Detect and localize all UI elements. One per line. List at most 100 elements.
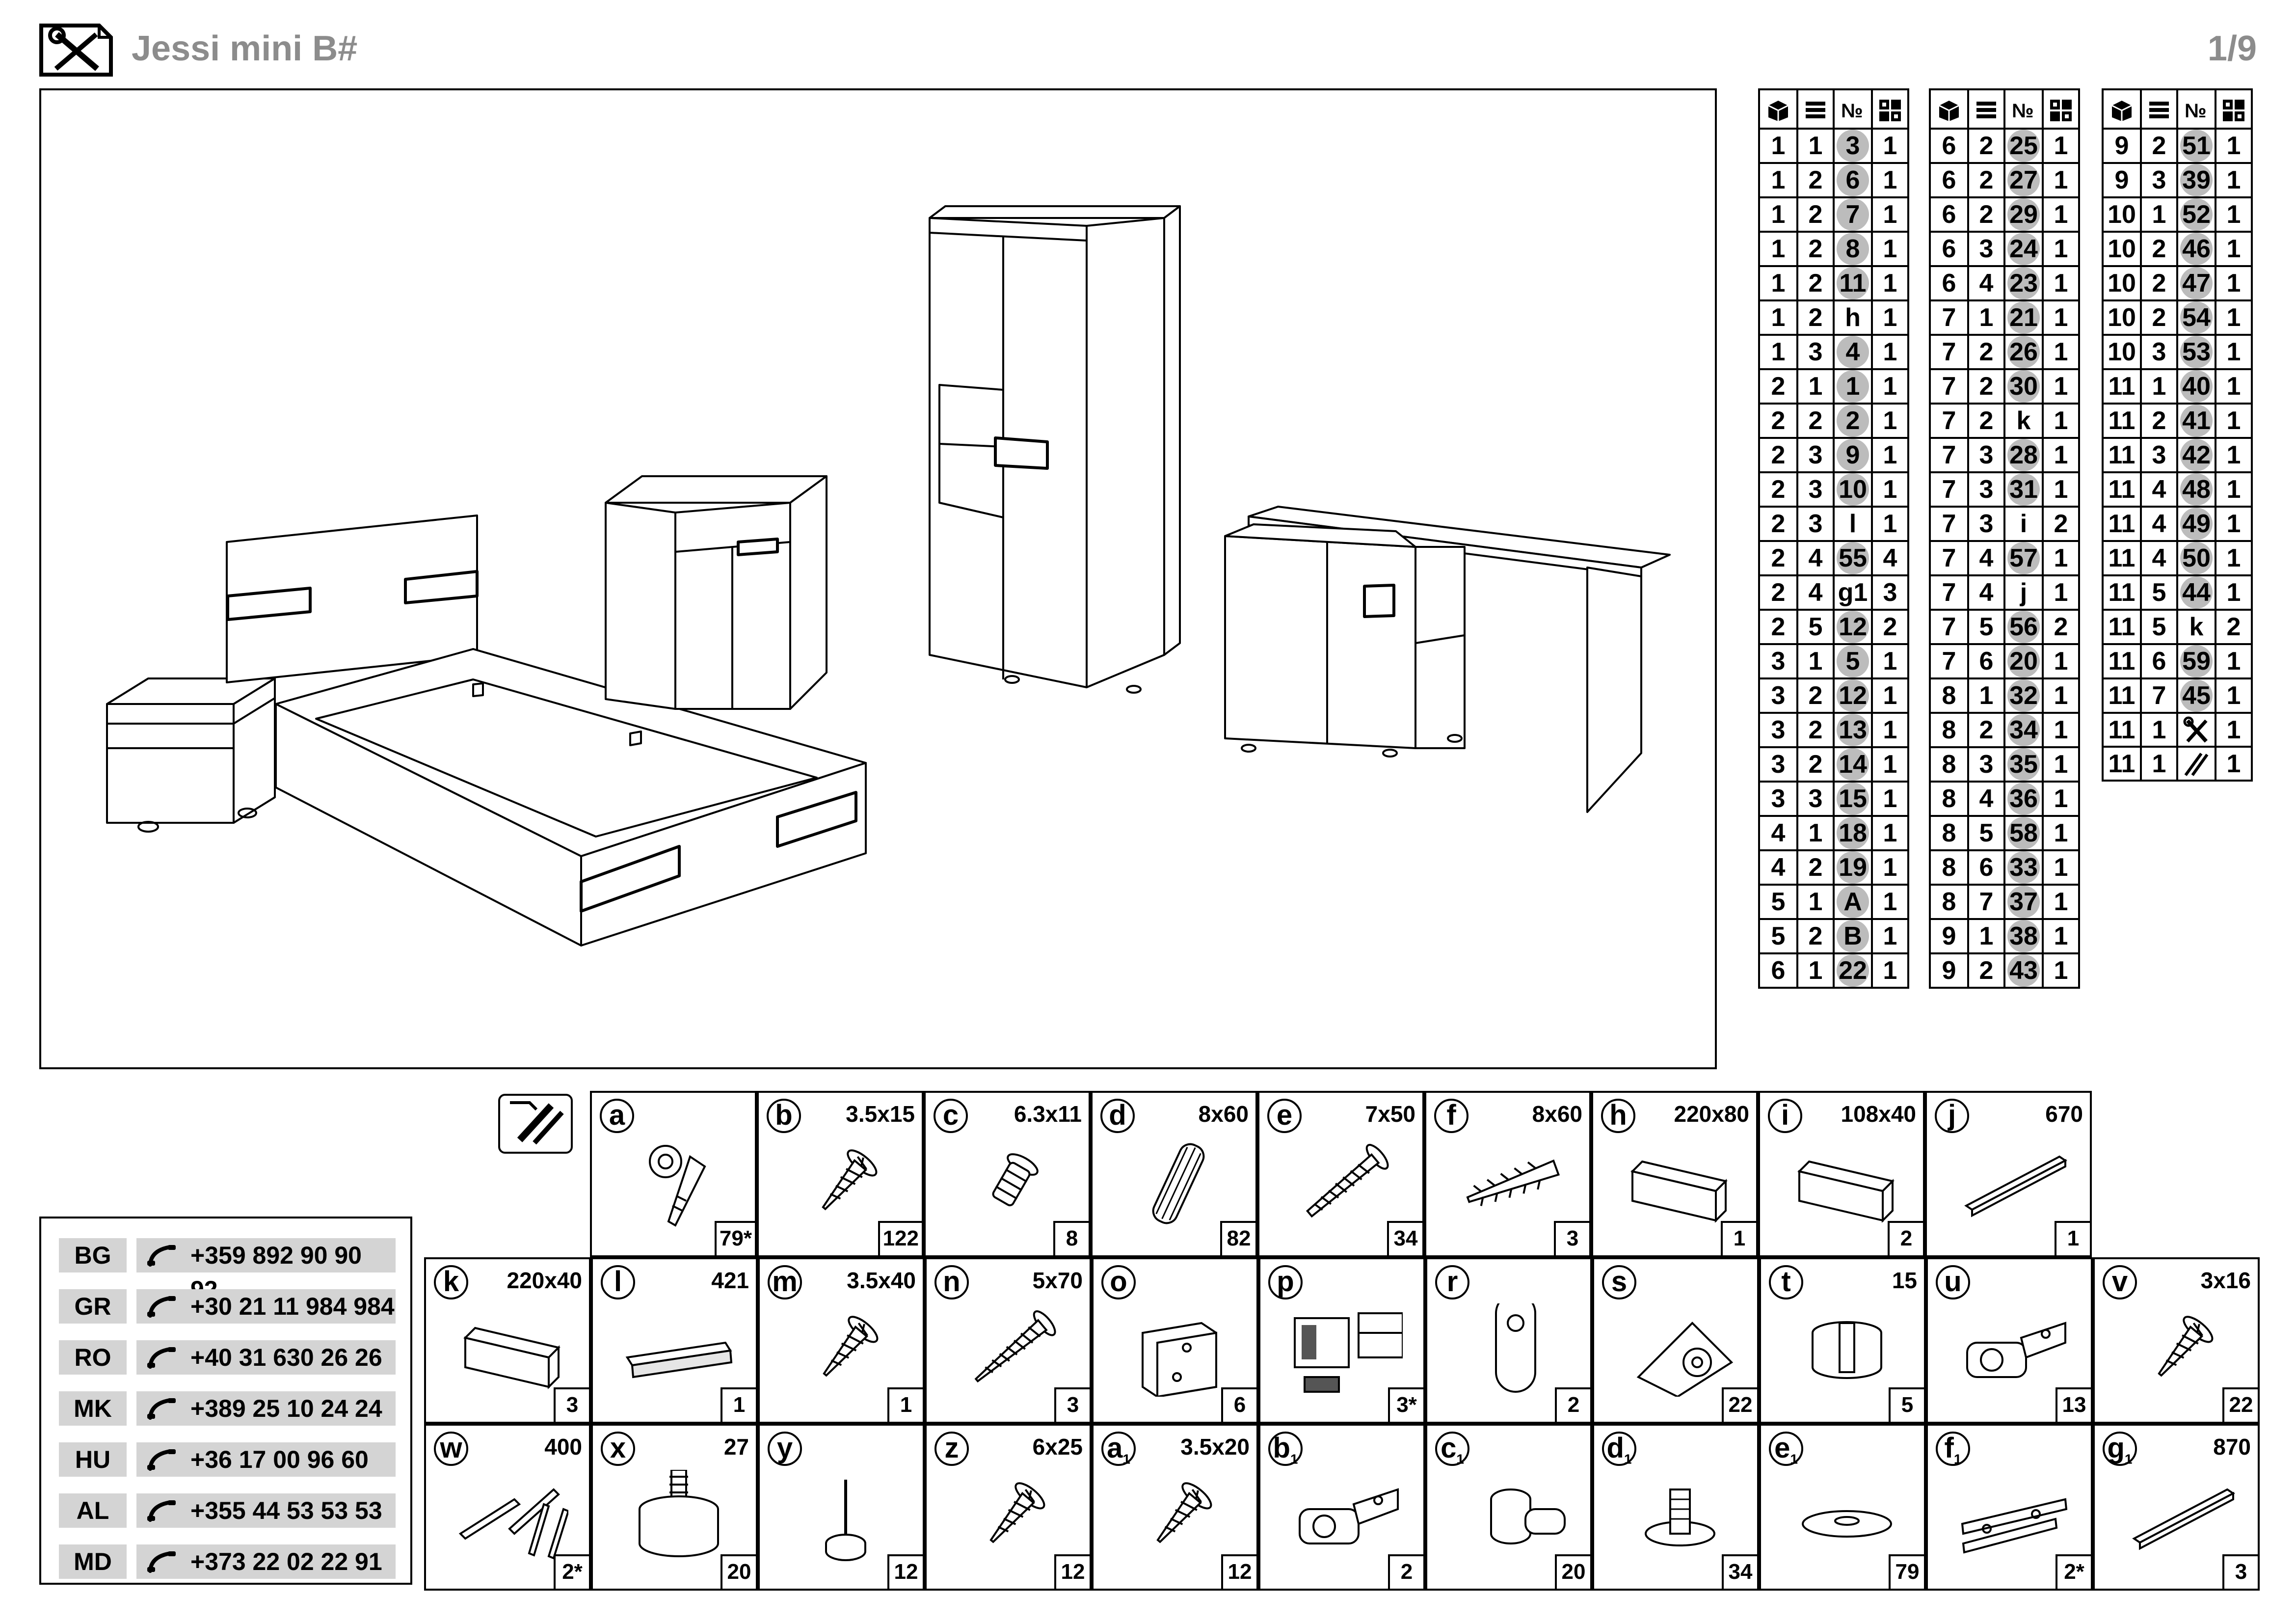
quantity-cell: 1 bbox=[2042, 918, 2080, 954]
hardware-letter-text: c bbox=[1441, 1432, 1457, 1464]
quantity-cell: 1 bbox=[2215, 506, 2253, 542]
part-number-cell: 10 bbox=[1833, 471, 1873, 508]
page-number: 1/9 bbox=[2207, 29, 2257, 68]
hardware-letter-subscript: 1 bbox=[1122, 1451, 1130, 1467]
quantity-cell: 1 bbox=[1871, 506, 1909, 542]
furniture-illustration bbox=[39, 88, 1717, 1069]
quantity-cell: 1 bbox=[2042, 815, 2080, 851]
package-cell: 2 bbox=[1758, 471, 1798, 508]
part-number-dot: 51 bbox=[2180, 130, 2213, 162]
phone-icon bbox=[147, 1245, 176, 1267]
board-icon bbox=[1630, 1160, 1728, 1223]
hardware-letter-subscript: 1 bbox=[2124, 1451, 2133, 1467]
part-number-dot: 15 bbox=[1837, 783, 1869, 815]
quantity-cell: 3 bbox=[1871, 574, 1909, 611]
hardware-letter-subscript: 1 bbox=[1953, 1451, 1962, 1467]
part-number-dot: 59 bbox=[2180, 645, 2213, 677]
hardware-quantity: 1 bbox=[2055, 1221, 2090, 1255]
part-number-dot: 56 bbox=[2007, 611, 2040, 643]
quantity-cell: 2 bbox=[1871, 609, 1909, 645]
rails-icon bbox=[2184, 753, 2209, 776]
board-icon bbox=[463, 1326, 561, 1389]
layer-cell: 3 bbox=[1967, 471, 2005, 508]
part-number-cell: 13 bbox=[1833, 712, 1873, 748]
hardware-letter-text: u bbox=[1944, 1266, 1962, 1298]
hardware-letter-text: p bbox=[1277, 1266, 1294, 1298]
part-number-cell: A bbox=[1833, 884, 1873, 920]
quantity-cell: 1 bbox=[1871, 952, 1909, 989]
part-number-cell: 7 bbox=[1833, 196, 1873, 233]
package-cell: 2 bbox=[1758, 540, 1798, 576]
wardrobe-drawing bbox=[929, 205, 1181, 694]
quantity-cell: 1 bbox=[2215, 746, 2253, 782]
quantity-cell: 1 bbox=[2042, 643, 2080, 679]
package-cell: 11 bbox=[2102, 746, 2142, 782]
hardware-letter-subscript: 1 bbox=[1456, 1451, 1464, 1467]
adjustable-foot-icon bbox=[639, 1470, 719, 1557]
hardware-letter-text: s bbox=[1611, 1266, 1628, 1298]
hardware-quantity: 12 bbox=[887, 1554, 923, 1589]
quantity-cell: 1 bbox=[2042, 196, 2080, 233]
country-code: HU bbox=[59, 1442, 127, 1477]
dresser-drawing bbox=[605, 475, 828, 710]
part-number-cell: 51 bbox=[2176, 128, 2216, 164]
layer-cell: 3 bbox=[2140, 437, 2178, 473]
package-cell: 11 bbox=[2102, 609, 2142, 645]
layer-cell: 4 bbox=[1967, 540, 2005, 576]
disc-icon bbox=[1802, 1510, 1892, 1538]
part-number-cell: 37 bbox=[2003, 884, 2044, 920]
part-number-cell: 50 bbox=[2176, 540, 2216, 576]
package-cell: 10 bbox=[2102, 334, 2142, 370]
package-cell: 1 bbox=[1758, 334, 1798, 370]
part-number-dot: 25 bbox=[2007, 130, 2040, 162]
part-number-dot: 1 bbox=[1837, 370, 1869, 403]
part-number-dot: 30 bbox=[2007, 370, 2040, 403]
quantity-cell: 1 bbox=[1871, 403, 1909, 439]
box-icon bbox=[1768, 101, 1789, 122]
hardware-letter-text: w bbox=[440, 1432, 462, 1464]
package-cell: 10 bbox=[2102, 265, 2142, 301]
layer-cell: 4 bbox=[1967, 781, 2005, 817]
table-header-cell bbox=[2140, 88, 2178, 130]
layer-cell: 4 bbox=[1967, 574, 2005, 611]
country-code: GR bbox=[59, 1289, 127, 1324]
hardware-letter-text: f bbox=[1446, 1099, 1456, 1131]
layer-cell: 5 bbox=[2140, 574, 2178, 611]
quantity-grid-icon bbox=[2223, 100, 2244, 122]
layer-cell: 3 bbox=[2140, 162, 2178, 198]
package-cell: 3 bbox=[1758, 643, 1798, 679]
part-number-cell: 15 bbox=[1833, 781, 1873, 817]
hardware-letter-text: j bbox=[1948, 1099, 1956, 1131]
part-number-cell: 56 bbox=[2003, 609, 2044, 645]
part-number-cell: 31 bbox=[2003, 471, 2044, 508]
part-number-dot: 41 bbox=[2180, 405, 2213, 437]
package-cell: 3 bbox=[1758, 677, 1798, 714]
quantity-cell: 1 bbox=[2042, 712, 2080, 748]
screw-icon bbox=[822, 1149, 878, 1211]
part-number-dot: 46 bbox=[2180, 233, 2213, 265]
layer-cell: 1 bbox=[2140, 368, 2178, 405]
quantity-cell: 1 bbox=[2215, 574, 2253, 611]
layer-cell: 2 bbox=[1796, 403, 1835, 439]
phone-number: +40 31 630 26 26 bbox=[136, 1340, 396, 1375]
hardware-size: 220x80 bbox=[1674, 1101, 1750, 1127]
package-cell: 6 bbox=[1929, 162, 1969, 198]
